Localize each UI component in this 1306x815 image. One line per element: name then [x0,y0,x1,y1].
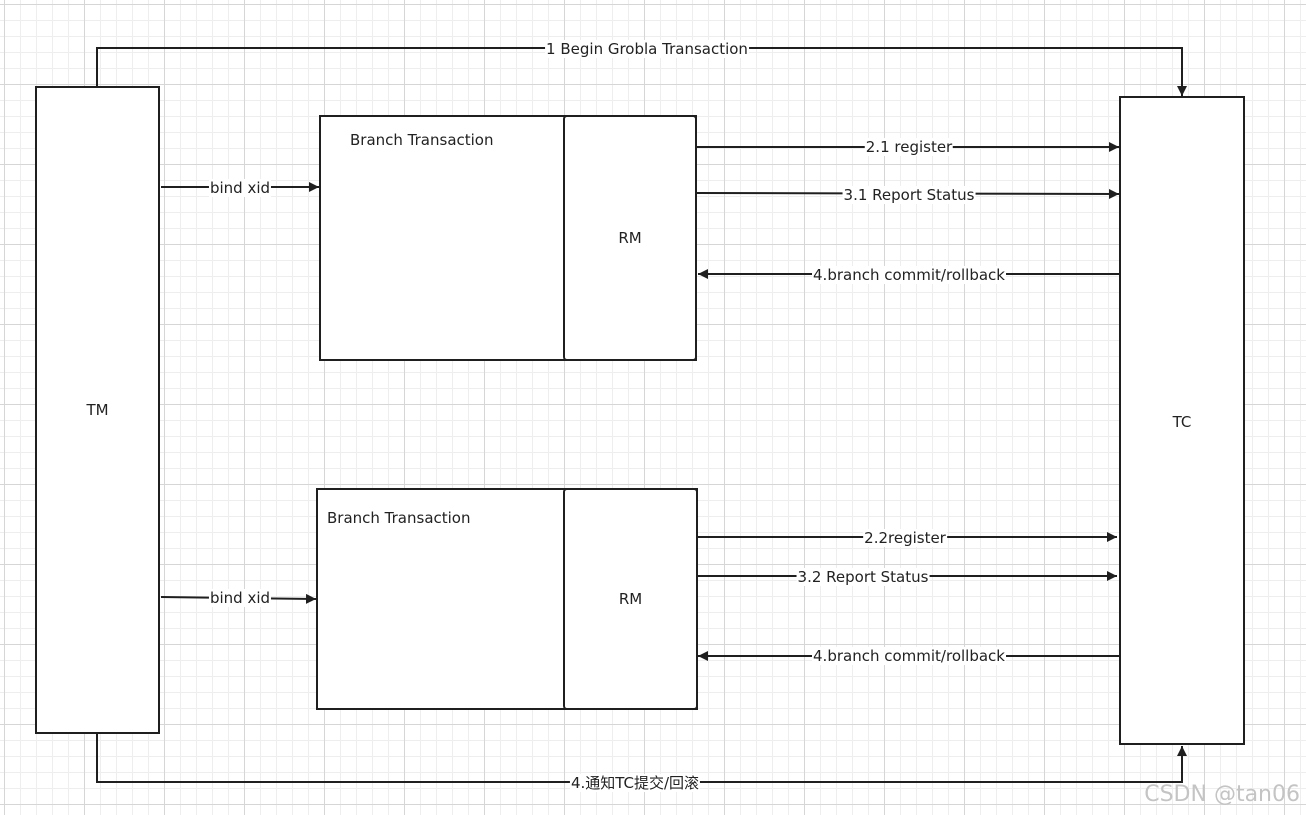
report-status-label-1: 3.1 Report Status [842,186,976,204]
register-label-2: 2.2register [863,529,947,547]
commit-rollback-label-1: 4.branch commit/rollback [812,266,1006,284]
rm-label-2: RM [618,590,643,608]
tc-label: TC [1172,413,1192,431]
tc-node: TC [1119,96,1245,745]
tm-node: TM [35,86,160,734]
branch-transaction-title-2: Branch Transaction [327,509,471,527]
branch-transaction-title-1: Branch Transaction [350,131,494,149]
register-label-1: 2.1 register [864,138,954,156]
report-status-label-2: 3.2 Report Status [796,568,930,586]
begin-transaction-label: 1 Begin Grobla Transaction [545,40,749,58]
bind-xid-label-1: bind xid [208,179,272,197]
csdn-watermark: CSDN @tan06 [1144,782,1300,807]
tm-label: TM [86,401,109,419]
rm-box-2: RM [563,488,698,710]
notify-tc-label: 4.通知TC提交/回滚 [569,774,701,792]
rm-label-1: RM [618,229,642,247]
bind-xid-label-2: bind xid [208,589,272,607]
commit-rollback-label-2: 4.branch commit/rollback [812,647,1006,665]
rm-box-1: RM [563,115,697,361]
